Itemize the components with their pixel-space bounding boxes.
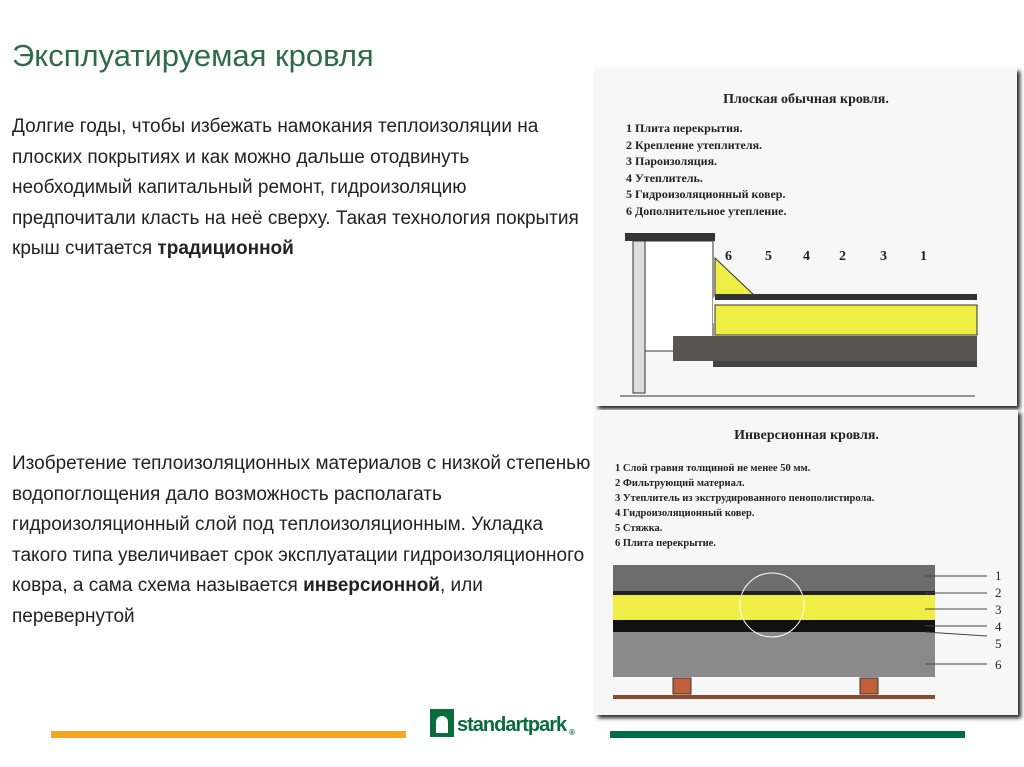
- callout-label: 1: [995, 568, 1002, 583]
- green-divider: [610, 731, 965, 738]
- paragraph-traditional: Долгие годы, чтобы избежать намокания те…: [12, 112, 592, 265]
- legend-item: 2 Крепление утеплителя.: [626, 137, 763, 152]
- paragraph-text: Долгие годы, чтобы избежать намокания те…: [12, 116, 579, 259]
- callout-label: 3: [880, 249, 887, 264]
- legend-item: 5 Стяжка.: [615, 523, 663, 534]
- callout-label: 6: [725, 249, 732, 264]
- slide-title: Эксплуатируемая кровля: [12, 38, 374, 73]
- legend-item: 2 Фильтрующий материал.: [615, 478, 745, 489]
- callout-label: 5: [995, 636, 1002, 651]
- callout-label: 2: [995, 585, 1002, 600]
- flat-roof-diagram: Плоская обычная кровля. 1 Плита перекрыт…: [595, 68, 1017, 406]
- callout-label: 4: [995, 619, 1002, 634]
- flat-roof-section: 6 5 4 2 3 1: [620, 233, 978, 397]
- diagram-legend: 1 Плита перекрытия. 2 Крепление утеплите…: [626, 120, 786, 219]
- inversion-roof-section: 1 2 3 4 5 6: [613, 565, 1002, 699]
- legend-item: 4 Утеплитель.: [626, 170, 703, 185]
- paragraph-bold: инверсионной: [303, 575, 440, 596]
- callout-label: 3: [995, 602, 1002, 617]
- paragraph-inversion: Изобретение теплоизоляционных материалов…: [12, 449, 592, 632]
- inversion-roof-diagram: Инверсионная кровля. 1 Слой гравия толщи…: [595, 410, 1018, 715]
- legend-item: 6 Плита перекрытие.: [615, 538, 716, 549]
- legend-item: 3 Пароизоляция.: [626, 154, 718, 168]
- legend-item: 6 Дополнительное утепление.: [626, 203, 787, 218]
- standartpark-logo: standartpark®: [430, 709, 575, 737]
- callout-label: 6: [995, 657, 1002, 672]
- legend-item: 1 Слой гравия толщиной не менее 50 мм.: [615, 463, 811, 474]
- legend-item: 4 Гидроизоляционный ковер.: [615, 508, 755, 519]
- paragraph-text: Изобретение теплоизоляционных материалов…: [12, 453, 591, 596]
- legend-item: 5 Гидроизоляционный ковер.: [626, 187, 786, 201]
- legend-item: 1 Плита перекрытия.: [626, 121, 743, 135]
- logo-text: standartpark: [457, 714, 567, 736]
- logo-mark-icon: [430, 709, 454, 737]
- callout-label: 2: [839, 249, 846, 264]
- diagram-title: Инверсионная кровля.: [734, 428, 879, 443]
- legend-item: 3 Утеплитель из экструдированного пенопо…: [615, 493, 875, 504]
- diagram-legend: 1 Слой гравия толщиной не менее 50 мм. 2…: [615, 461, 874, 551]
- paragraph-bold: традиционной: [157, 238, 294, 259]
- orange-divider: [51, 731, 406, 738]
- callout-label: 1: [920, 249, 927, 264]
- callout-label: 5: [765, 249, 772, 264]
- callout-label: 4: [803, 249, 810, 264]
- diagram-title: Плоская обычная кровля.: [723, 92, 889, 107]
- logo-registered: ®: [569, 728, 575, 737]
- paragraph-tail: , или перевернутой: [12, 575, 483, 627]
